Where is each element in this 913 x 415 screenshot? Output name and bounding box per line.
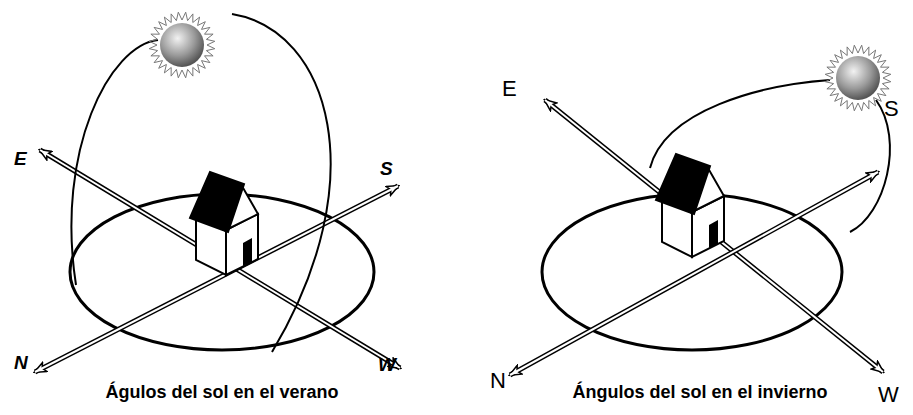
compass-label: W <box>878 382 899 408</box>
figure-caption: Ángulos del sol en el invierno <box>572 382 827 403</box>
compass-label: S <box>380 158 393 180</box>
compass-label: N <box>490 368 506 394</box>
compass-label: N <box>14 352 28 374</box>
compass-label: E <box>14 148 27 170</box>
compass-label: S <box>884 96 899 122</box>
compass-label: W <box>378 354 396 376</box>
compass-label: E <box>502 76 517 102</box>
figure-caption: Águlos del sol en el verano <box>105 382 338 403</box>
